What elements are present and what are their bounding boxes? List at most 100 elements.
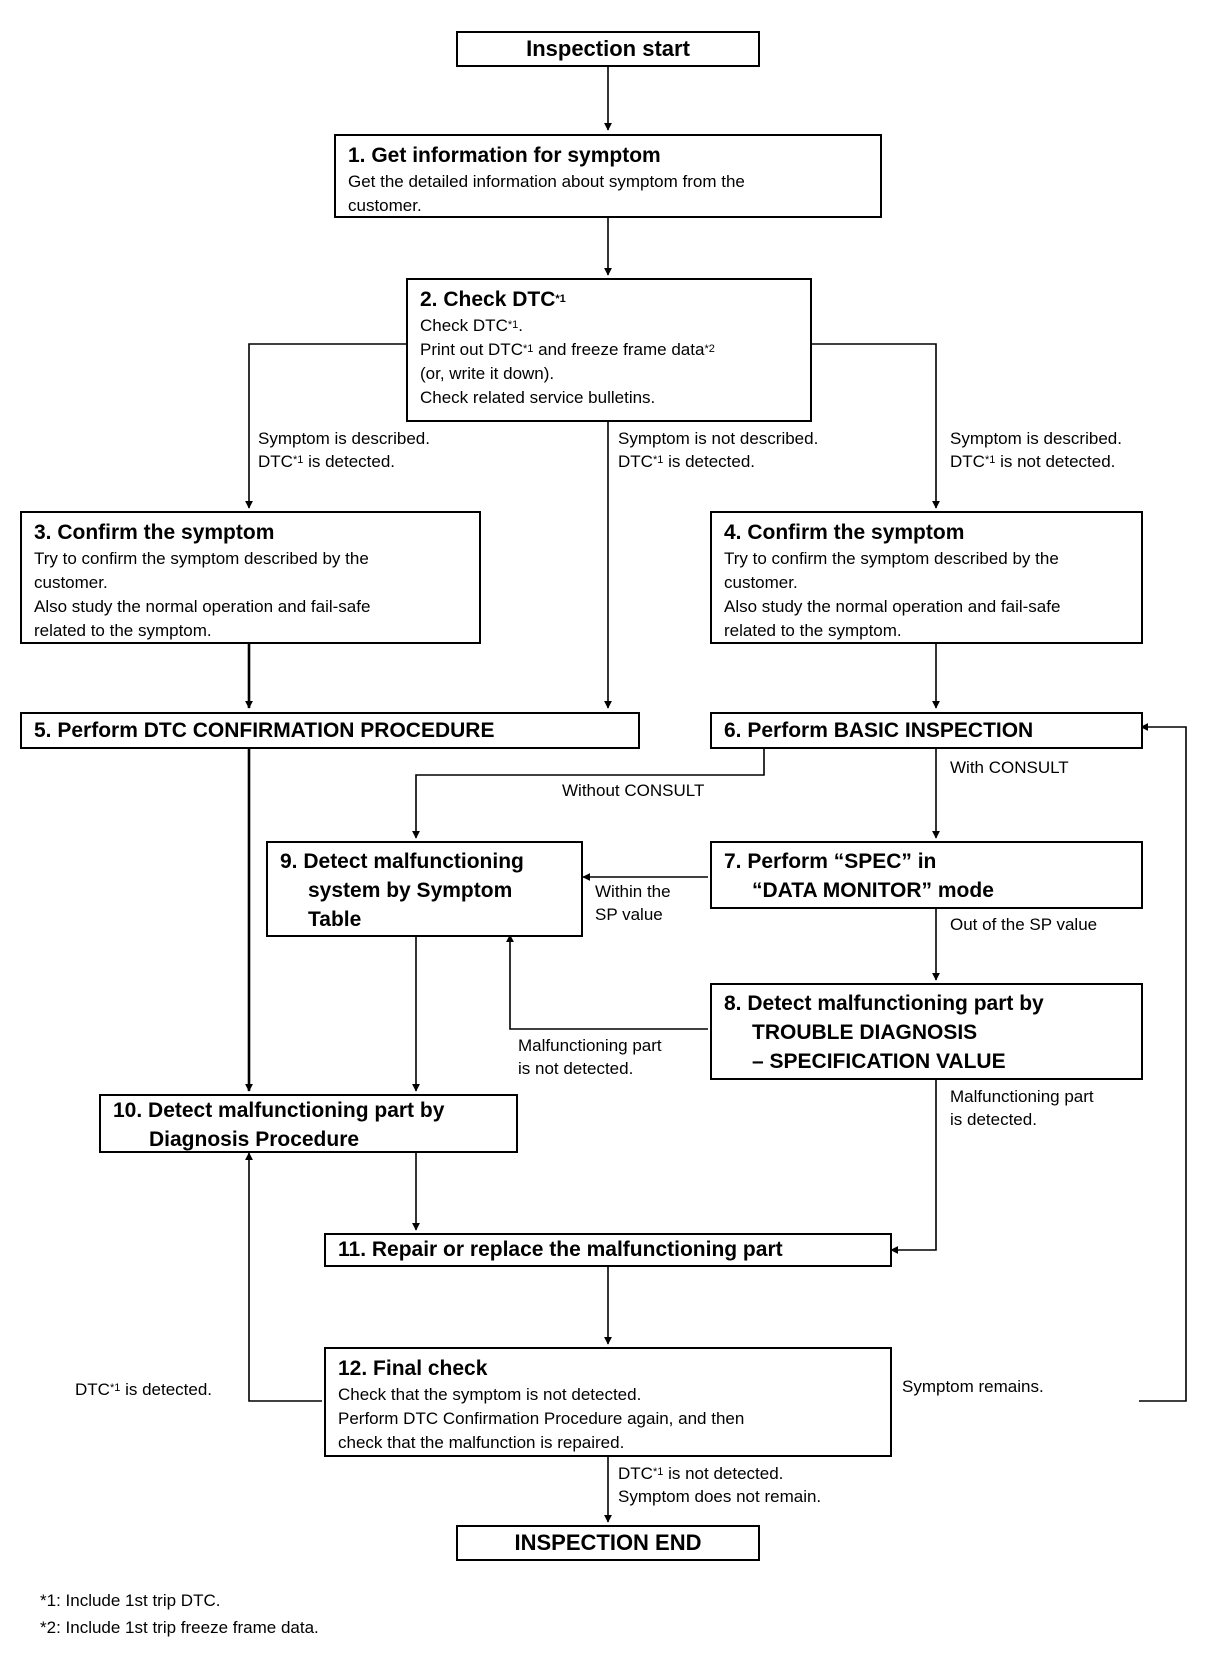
arrow-2-to-4	[812, 343, 940, 509]
footnote-mark-1: *1	[984, 454, 996, 466]
footnote-mark-1: *1	[507, 319, 519, 331]
step-10-title-line-1: 10. Detect malfunctioning part by	[113, 1099, 445, 1122]
label-without-consult: Without CONSULT	[562, 781, 705, 800]
label-right-branch-line-2: DTC*1 is not detected.	[950, 450, 1122, 473]
label-final-ok-rest: is not detected.	[663, 1464, 784, 1483]
inspection-end-label: INSPECTION END	[514, 1530, 702, 1555]
step-5-title: 5. Perform DTC CONFIRMATION PROCEDURE	[34, 718, 495, 742]
step-9-box: 9. Detect malfunctioning system by Sympt…	[266, 841, 583, 937]
step-2-title: 2. Check DTC	[420, 288, 556, 311]
step-11-title: 11. Repair or replace the malfunctioning…	[338, 1238, 783, 1261]
step-1-line-1: Get the detailed information about sympt…	[348, 172, 745, 191]
label-dtc: DTC	[75, 1380, 110, 1399]
label-dtc: DTC	[950, 452, 985, 471]
footnote-1: *1: Include 1st trip DTC.	[40, 1591, 221, 1610]
step-1-box: 1. Get information for symptom Get the d…	[334, 134, 882, 218]
footnote-mark-1: *1	[555, 293, 566, 305]
arrow-6-to-9	[412, 747, 765, 839]
step-2-box: 2. Check DTC*1 Check DTC*1. Print out DT…	[406, 278, 812, 422]
step-12-line-2: Perform DTC Confirmation Procedure again…	[338, 1409, 745, 1428]
step-2-title-row: 2. Check DTC*1	[420, 286, 800, 314]
step-2-line-4: Check related service bulletins.	[420, 388, 656, 407]
arrow-2-to-3	[245, 343, 406, 509]
footnote-mark-1: *1	[109, 1382, 121, 1394]
label-mid-branch-line-1: Symptom is not described.	[618, 429, 819, 448]
step-7-title-line-2: “DATA MONITOR” mode	[752, 879, 994, 902]
step-7-box: 7. Perform “SPEC” in “DATA MONITOR” mode	[710, 841, 1143, 909]
step-2-line-1: Check DTC*1.	[420, 314, 800, 338]
footnote-2: *2: Include 1st trip freeze frame data.	[40, 1618, 319, 1637]
step-12-line-3: check that the malfunction is repaired.	[338, 1433, 625, 1452]
footnote-mark-2: *2	[704, 343, 715, 355]
label-left-branch-line-1: Symptom is described.	[258, 429, 430, 448]
step-3-line-3: Also study the normal operation and fail…	[34, 597, 371, 616]
step-2-line-2: Print out DTC*1 and freeze frame data*2	[420, 338, 800, 362]
label-part-not-detected-line-2: is not detected.	[518, 1059, 634, 1078]
arrow-8-to-11	[890, 1078, 937, 1254]
label-symptom-remains: Symptom remains.	[902, 1377, 1044, 1396]
label-left-branch-rest: is detected.	[303, 452, 396, 471]
label-part-not-detected: Malfunctioning part is not detected.	[518, 1034, 662, 1080]
step-9-title-line-1: 9. Detect malfunctioning	[280, 850, 524, 873]
step-4-line-1: Try to confirm the symptom described by …	[724, 549, 1059, 568]
label-final-ok: DTC*1 is not detected. Symptom does not …	[618, 1462, 821, 1508]
label-mid-branch: Symptom is not described. DTC*1 is detec…	[618, 427, 818, 473]
step-2-line-1-text: Check DTC	[420, 316, 508, 335]
label-within-sp-line-2: SP value	[595, 905, 663, 924]
step-3-box: 3. Confirm the symptom Try to confirm th…	[20, 511, 481, 644]
label-part-detected-line-2: is detected.	[950, 1110, 1037, 1129]
step-3-title: 3. Confirm the symptom	[34, 521, 275, 544]
arrow-12-to-10	[245, 1152, 322, 1402]
label-mid-branch-line-2: DTC*1 is detected.	[618, 450, 818, 473]
label-final-ok-line-2: Symptom does not remain.	[618, 1487, 822, 1506]
label-right-branch: Symptom is described. DTC*1 is not detec…	[950, 427, 1122, 473]
label-right-branch-line-1: Symptom is described.	[950, 429, 1122, 448]
step-7-title-line-1: 7. Perform “SPEC” in	[724, 850, 937, 873]
arrow-8-to-9	[506, 934, 708, 1030]
step-8-title-line-2: TROUBLE DIAGNOSIS	[752, 1021, 978, 1044]
inspection-end-box: INSPECTION END	[456, 1525, 760, 1561]
step-8-box: 8. Detect malfunctioning part by TROUBLE…	[710, 983, 1143, 1080]
step-5-box: 5. Perform DTC CONFIRMATION PROCEDURE	[20, 712, 640, 749]
label-part-not-detected-line-1: Malfunctioning part	[518, 1036, 662, 1055]
step-10-title-line-2: Diagnosis Procedure	[149, 1128, 360, 1151]
label-dtc: DTC	[618, 452, 653, 471]
step-11-box: 11. Repair or replace the malfunctioning…	[324, 1233, 892, 1267]
step-3-line-4: related to the symptom.	[34, 621, 212, 640]
step-2-line-2-middle: and freeze frame data	[533, 340, 705, 359]
step-12-title: 12. Final check	[338, 1357, 488, 1380]
label-dtc: DTC	[258, 452, 293, 471]
label-left-branch: Symptom is described. DTC*1 is detected.	[258, 427, 430, 473]
step-1-title: 1. Get information for symptom	[348, 144, 661, 167]
step-4-line-2: customer.	[724, 573, 798, 592]
step-9-title-line-2: system by Symptom	[308, 879, 513, 902]
footnote-mark-1: *1	[522, 343, 534, 355]
label-part-detected: Malfunctioning part is detected.	[950, 1085, 1094, 1131]
label-out-of-sp: Out of the SP value	[950, 915, 1098, 934]
arrow-12-to-6	[1139, 723, 1187, 1402]
step-4-line-4: related to the symptom.	[724, 621, 902, 640]
inspection-start-label: Inspection start	[526, 36, 690, 61]
footnote-mark-1: *1	[652, 1466, 664, 1478]
label-mid-branch-rest: is detected.	[663, 452, 756, 471]
step-6-title: 6. Perform BASIC INSPECTION	[724, 718, 1034, 742]
inspection-start-box: Inspection start	[456, 31, 760, 67]
step-4-title: 4. Confirm the symptom	[724, 521, 965, 544]
label-dtc-detected-rest: is detected.	[120, 1380, 213, 1399]
label-dtc: DTC	[618, 1464, 653, 1483]
step-3-line-2: customer.	[34, 573, 108, 592]
step-2-line-3: (or, write it down).	[420, 364, 555, 383]
step-12-line-1: Check that the symptom is not detected.	[338, 1385, 642, 1404]
step-10-box: 10. Detect malfunctioning part by Diagno…	[99, 1094, 518, 1153]
step-2-line-1-suffix: .	[518, 316, 523, 335]
label-left-branch-line-2: DTC*1 is detected.	[258, 450, 430, 473]
footnote-mark-1: *1	[292, 454, 304, 466]
step-1-line-2: customer.	[348, 196, 422, 215]
label-final-ok-line-1: DTC*1 is not detected.	[618, 1462, 821, 1485]
label-within-sp: Within the SP value	[595, 880, 671, 926]
step-4-line-3: Also study the normal operation and fail…	[724, 597, 1061, 616]
step-12-box: 12. Final check Check that the symptom i…	[324, 1347, 892, 1457]
step-9-title-line-3: Table	[308, 908, 362, 931]
step-4-box: 4. Confirm the symptom Try to confirm th…	[710, 511, 1143, 644]
